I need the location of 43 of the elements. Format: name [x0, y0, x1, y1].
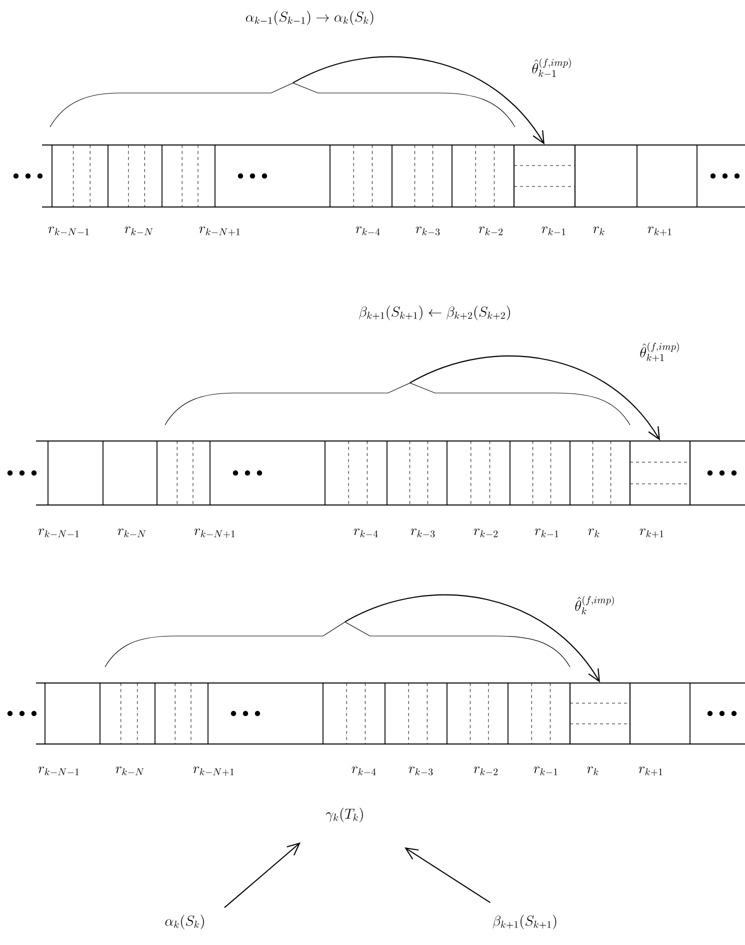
arrow: [404, 847, 490, 904]
edge-label: $\hat{\theta}_{k+1}^{(f,imp)}$: [640, 342, 679, 362]
brace: [164, 382, 630, 426]
cell-label: $r_{k-4}$: [352, 766, 376, 776]
cell-label: $r_{k-2}$: [474, 766, 498, 776]
heading: $\alpha_{k-1}(S_{k-1}) \rightarrow \alpha_k(S_k)$: [246, 10, 374, 26]
formula-label: $\alpha_k(S_k)$: [165, 914, 204, 930]
heading: $\beta_{k+1}(S_{k+1}) \leftarrow \beta_{k+2}(S_{k+2})$: [359, 306, 510, 320]
cell-label: $r_{k-N-1}$: [38, 528, 79, 538]
highlighted-cell: [514, 144, 576, 208]
highlighted-cell: [630, 440, 690, 506]
brace: [50, 82, 516, 128]
cell-label: $r_{k-N-1}$: [38, 766, 79, 776]
cell-label: $r_{k-4}$: [356, 226, 380, 236]
cell-label: $r_k$: [587, 766, 598, 776]
formula-label: $\beta_{k+1}(S_{k+1})$: [492, 914, 556, 930]
cell-label: $r_{k-3}$: [408, 766, 433, 776]
cell-label: $r_{k-N+1}$: [193, 766, 234, 776]
cell-label: $r_{k-3}$: [416, 226, 440, 236]
cell-label: $r_{k-N-1}$: [48, 226, 89, 236]
cell-label: $r_k$: [593, 226, 604, 236]
cell-label: $r_{k-4}$: [354, 528, 378, 538]
cell-label: $r_{k-N+1}$: [194, 528, 235, 538]
formula-label: $\gamma_k(T_k)$: [326, 808, 363, 822]
cell-label: $r_{k-N}$: [124, 226, 153, 236]
brace: [104, 622, 570, 668]
cell-label: $r_{k-N}$: [116, 766, 144, 776]
highlighted-cell: [570, 682, 630, 744]
edge-label: $\hat{\theta}_{k-1}^{(f,imp)}$: [532, 58, 571, 77]
arrow: [344, 594, 600, 683]
cell-label: $r_{k-3}$: [410, 528, 435, 538]
arrow: [224, 842, 301, 908]
cell-label: $r_{k-2}$: [474, 528, 498, 538]
cell-label: $r_{k+1}$: [648, 226, 672, 236]
arrow: [292, 56, 544, 145]
cell-label: $r_{k+1}$: [638, 766, 662, 776]
cell-label: $r_{k-N}$: [118, 528, 146, 538]
cell-label: $r_{k-1}$: [534, 528, 558, 538]
cell-label: $r_{k-1}$: [542, 226, 566, 236]
arrow: [410, 356, 660, 441]
cell-label: $r_k$: [588, 528, 600, 538]
edge-label: $\hat{\theta}_{k}^{(f,imp)}$: [575, 596, 614, 614]
cell-label: $r_{k-N+1}$: [199, 226, 240, 236]
